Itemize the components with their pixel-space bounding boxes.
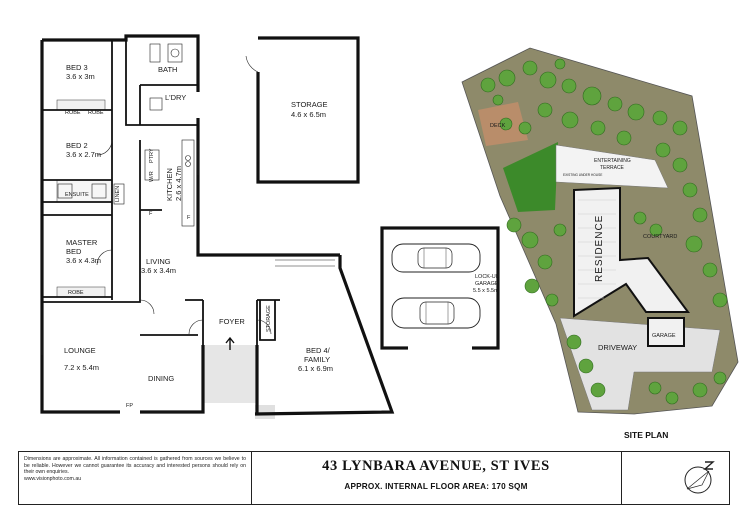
disclaimer-text: Dimensions are approximate. All informat… bbox=[24, 456, 246, 476]
site-under-house-label: EXISTING UNDER HOUSE bbox=[563, 173, 602, 177]
house-plan: BED 3 3.6 x 3m BATH ROBE ROBE L'DRY BED … bbox=[40, 34, 395, 419]
site-terrace-label-2: TERRACE bbox=[600, 165, 625, 171]
garage-dims: 5.5 x 5.5m bbox=[473, 288, 499, 294]
storage-dims: 4.6 x 6.5m bbox=[291, 110, 326, 119]
car-icon-2 bbox=[391, 297, 481, 329]
bed3-name: BED 3 bbox=[66, 63, 88, 72]
fireplace-label: FP bbox=[126, 403, 133, 409]
fridge-label: F bbox=[187, 215, 191, 221]
site-plan: DECK ENTERTAINING TERRACE EXISTING UNDER… bbox=[461, 47, 739, 415]
robe-label-3: ROBE bbox=[68, 290, 84, 296]
kitchen-name: KITCHEN bbox=[165, 168, 174, 201]
fridge-label-2: F bbox=[149, 211, 153, 217]
lockup-garage: LOCK-UP GARAGE 5.5 x 5.5m bbox=[380, 226, 500, 351]
disclaimer: Dimensions are approximate. All informat… bbox=[24, 456, 246, 482]
robe-label-2: ROBE bbox=[88, 110, 104, 116]
bed2-dims: 3.6 x 2.7m bbox=[66, 150, 101, 159]
storage-building: STORAGE 4.6 x 6.5m bbox=[245, 36, 360, 184]
site-plan-title: SITE PLAN bbox=[624, 430, 669, 440]
foyer-name: FOYER bbox=[219, 317, 245, 326]
garage-name-1: LOCK-UP bbox=[475, 274, 500, 280]
bath-name: BATH bbox=[158, 65, 177, 74]
site-garage-label: GARAGE bbox=[652, 333, 676, 339]
laundry-name: L'DRY bbox=[165, 93, 186, 102]
site-trees bbox=[480, 58, 728, 405]
pantry-name: PTRY bbox=[149, 148, 155, 163]
bed4-name-1: BED 4/ bbox=[306, 346, 331, 355]
site-residence-label: RESIDENCE bbox=[594, 215, 605, 282]
lounge-name: LOUNGE bbox=[64, 346, 96, 355]
master-dims: 3.6 x 4.3m bbox=[66, 256, 101, 265]
title-block: Dimensions are approximate. All informat… bbox=[18, 451, 730, 505]
master-name-2: BED bbox=[66, 247, 82, 256]
bed2-name: BED 2 bbox=[66, 141, 88, 150]
wir-name: W/R bbox=[149, 171, 155, 182]
bed3-dims: 3.6 x 3m bbox=[66, 72, 95, 81]
site-terrace-label-1: ENTERTAINING bbox=[594, 158, 631, 164]
site-deck-label: DECK bbox=[490, 123, 506, 129]
car-icon-1 bbox=[391, 243, 481, 273]
title-block-divider-left bbox=[251, 452, 252, 504]
website-link[interactable]: www.visionphoto.com.au bbox=[24, 475, 82, 482]
floor-area: APPROX. INTERNAL FLOOR AREA: 170 SQM bbox=[344, 482, 528, 491]
bed4-name-2: FAMILY bbox=[304, 355, 330, 364]
north-compass-icon bbox=[684, 461, 715, 494]
master-name-1: MASTER bbox=[66, 238, 98, 247]
site-garage bbox=[647, 317, 685, 347]
bed4-dims: 6.1 x 6.9m bbox=[298, 364, 333, 373]
living-name: LIVING bbox=[146, 257, 171, 266]
living-dims: 3.6 x 3.4m bbox=[141, 266, 176, 275]
lounge-dims: 7.2 x 5.4m bbox=[64, 363, 99, 372]
ensuite-name: ENSUITE bbox=[65, 192, 89, 198]
garage-name-2: GARAGE bbox=[475, 281, 499, 287]
site-terrace bbox=[555, 144, 669, 189]
kitchen-dims: 2.6 x 4.7m bbox=[174, 166, 183, 201]
entry-arrow-icon bbox=[225, 336, 235, 350]
site-courtyard-label: COURTYARD bbox=[643, 234, 677, 240]
storage-small-name: STORAGE bbox=[266, 305, 272, 332]
robe-label-1: ROBE bbox=[65, 110, 81, 116]
storage-name: STORAGE bbox=[291, 100, 328, 109]
entry-paving bbox=[203, 345, 257, 403]
title-block-divider-right bbox=[621, 452, 622, 504]
property-address: 43 LYNBARA AVENUE, ST IVES bbox=[322, 458, 550, 474]
site-lawn bbox=[503, 142, 558, 212]
dining-name: DINING bbox=[148, 374, 174, 383]
linen-name: LINEN bbox=[115, 186, 121, 202]
site-driveway-label: DRIVEWAY bbox=[598, 343, 637, 352]
